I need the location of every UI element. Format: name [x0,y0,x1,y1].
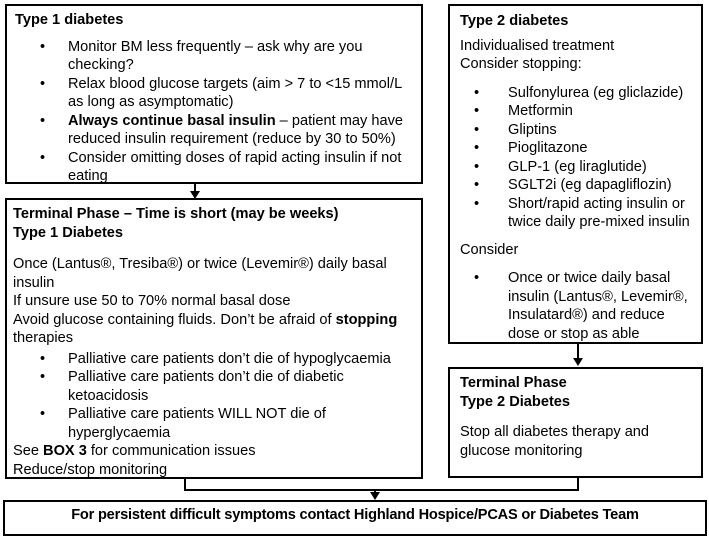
list-item: GLP-1 (eg liraglutide) [460,158,699,177]
bullet-text: Relax blood glucose targets (aim > 7 to … [68,75,402,111]
bullet-text: SGLT2i (eg dapagliflozin) [508,177,672,193]
type2-stopping-list: Sulfonylurea (eg gliclazide) Metformin G… [460,84,699,232]
terminal-type2-title-line2: Type 2 Diabetes [460,393,571,410]
para-text: Avoid glucose containing fluids. Don’t b… [13,311,336,328]
down-arrowhead-icon [370,492,380,500]
list-item: Palliative care patients don’t die of hy… [13,350,415,369]
bullet-text: Once or twice daily basal insulin (Lantu… [508,270,688,342]
connector-type1-line [194,183,196,192]
terminal-type1-bullet-list: Palliative care patients don’t die of hy… [13,350,419,443]
bullet-text: Short/rapid acting insulin or twice dail… [508,195,690,231]
bullet-text: Palliative care patients WILL NOT die of… [68,406,326,441]
bullet-text: Monitor BM less frequently – ask why are… [68,38,363,74]
bullet-text: Metformin [508,103,573,119]
para-text: therapies [13,330,74,346]
down-arrowhead-icon [573,358,583,366]
para-text: for communication issues [86,443,256,459]
bullet-text: – patient may have reduced insulin requi… [68,112,403,148]
bullet-text: Consider omitting doses of rapid acting … [68,149,402,184]
list-item: Consider omitting doses of rapid acting … [15,149,411,184]
list-item: Gliptins [460,121,699,140]
para-text: See [13,443,44,459]
bullet-text: Sulfonylurea (eg gliclazide) [508,84,684,101]
list-item: Palliative care patients don’t die of di… [13,368,415,405]
list-item: Once or twice daily basal insulin (Lantu… [460,269,699,342]
terminal-phase-type1-box: Terminal Phase – Time is short (may be w… [5,198,423,479]
terminal-type1-title-line1: Terminal Phase – Time is short (may be w… [13,206,339,222]
list-item: Always continue basal insulin – patient … [15,112,411,149]
para-text-bold: BOX 3 [43,443,87,459]
connector-merge-left-line [184,479,186,490]
bullet-text: GLP-1 (eg liraglutide) [508,158,647,175]
terminal-type1-title-line2: Type 1 Diabetes [13,224,124,241]
terminal-type2-para: Stop all diabetes therapy and glucose mo… [460,424,650,459]
see-box3-line: See BOX 3 for communication issues [13,442,419,461]
footer-contact-text: For persistent difficult symptoms contac… [71,506,639,523]
type2-box-title: Type 2 diabetes [460,13,569,29]
type1-bullet-list: Monitor BM less frequently – ask why are… [15,38,417,184]
terminal-phase-type2-box: Terminal Phase Type 2 Diabetes Stop all … [448,367,703,478]
type2-consider-label: Consider [460,241,519,258]
reduce-monitoring-line: Reduce/stop monitoring [13,461,168,478]
terminal-type1-para2: If unsure use 50 to 70% normal basal dos… [13,293,291,309]
para-text-bold: stopping [335,311,398,328]
connector-merge-horizontal-line [184,489,579,491]
bullet-text: Palliative care patients don’t die of hy… [68,350,391,367]
list-item: Metformin [460,102,699,121]
list-item: Short/rapid acting insulin or twice dail… [460,195,699,232]
bullet-text-bold: Always continue basal insulin [68,112,276,129]
list-item: Palliative care patients WILL NOT die of… [13,405,415,442]
type2-intro-line1: Individualised treatment [460,37,615,54]
terminal-type1-para3: Avoid glucose containing fluids. Don’t b… [13,311,419,348]
type2-intro-line2: Consider stopping: [460,56,582,72]
connector-type2-line [577,344,579,359]
down-arrowhead-icon [190,191,200,199]
bullet-text: Gliptins [508,121,557,138]
bullet-text: Palliative care patients don’t die of di… [68,369,344,404]
list-item: Relax blood glucose targets (aim > 7 to … [15,75,411,112]
list-item: Sulfonylurea (eg gliclazide) [460,84,699,103]
terminal-type1-para1: Once (Lantus®, Tresiba®) or twice (Levem… [13,256,387,291]
connector-merge-right-line [577,478,579,490]
connector-footer-stem [374,490,376,493]
list-item: Monitor BM less frequently – ask why are… [15,38,411,75]
list-item: Pioglitazone [460,139,699,158]
type1-diabetes-box: Type 1 diabetes Monitor BM less frequent… [5,4,423,184]
list-item: SGLT2i (eg dapagliflozin) [460,176,699,195]
footer-contact-box: For persistent difficult symptoms contac… [3,500,707,536]
terminal-type2-title-line1: Terminal Phase [460,375,567,391]
type2-diabetes-box: Type 2 diabetes Individualised treatment… [448,4,703,344]
bullet-text: Pioglitazone [508,140,588,156]
type1-box-title: Type 1 diabetes [15,12,124,28]
type2-consider-list: Once or twice daily basal insulin (Lantu… [460,269,699,342]
